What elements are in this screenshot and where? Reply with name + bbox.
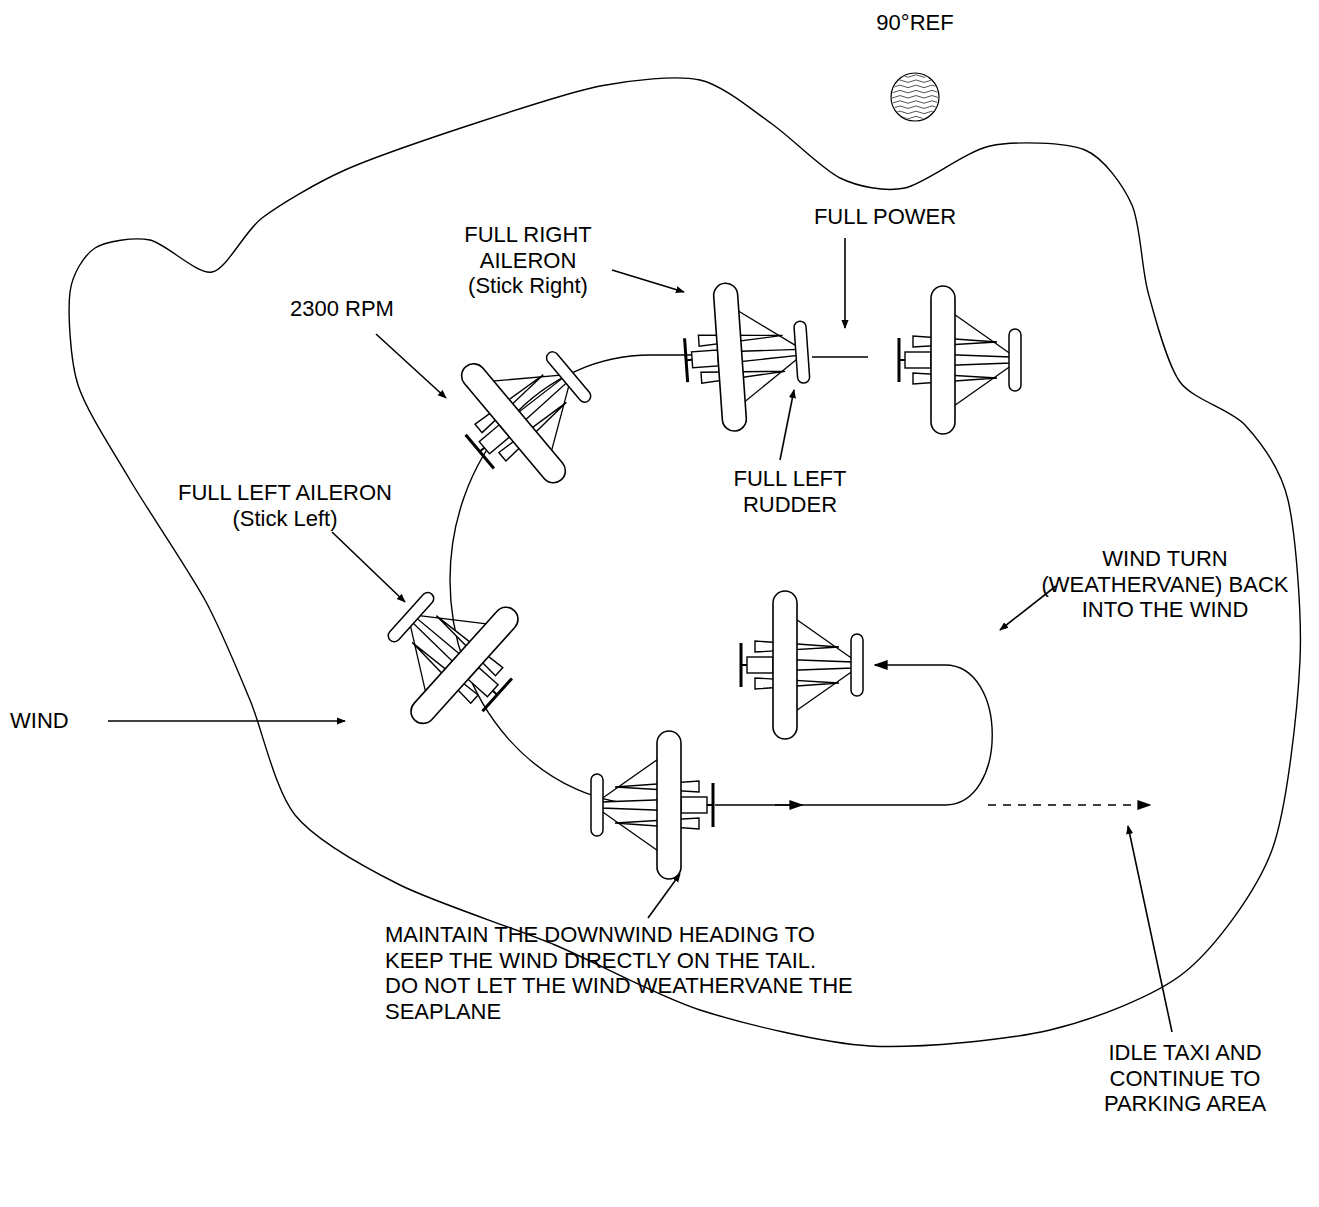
idle-taxi-line: [988, 804, 1150, 805]
seaplane: [741, 591, 863, 739]
globe-line: [888, 96, 944, 99]
callout-note: 2300 RPM: [290, 296, 420, 322]
wind-arrow: [108, 720, 345, 722]
seaplane: [681, 278, 813, 434]
seaplane: [899, 286, 1021, 434]
leader-line: [1128, 826, 1172, 1032]
callout-note: IDLE TAXI AND CONTINUE TO PARKING AREA: [1090, 1040, 1280, 1117]
callout-note: 90°REF: [845, 10, 985, 36]
seaplanes: [357, 278, 1021, 879]
globe-line: [888, 85, 944, 88]
globe-line: [888, 90, 944, 93]
seaplane: [357, 558, 547, 750]
callout-note: FULL POWER: [795, 204, 975, 230]
globe-line: [888, 80, 944, 83]
callout-note: FULL RIGHT AILERON (Stick Right): [453, 222, 603, 299]
globe-line: [888, 116, 944, 119]
globe-line: [888, 111, 944, 114]
callout-note: MAINTAIN THE DOWNWIND HEADING TO KEEP TH…: [385, 922, 855, 1025]
leader-line: [844, 238, 846, 328]
seaplane: [591, 731, 713, 879]
wind-label: WIND: [10, 708, 100, 734]
power-line: [812, 356, 868, 357]
leader-line: [332, 532, 405, 602]
callout-note: FULL LEFT RUDDER: [715, 466, 865, 517]
leader-line: [376, 334, 446, 398]
seaplane: [432, 316, 621, 508]
globe-line: [888, 101, 944, 104]
leader-line: [612, 270, 684, 292]
direction-arrow: [775, 804, 802, 805]
leader-arrows: [108, 238, 1172, 1032]
globe-reference: [888, 73, 944, 121]
callout-note: FULL LEFT AILERON (Stick Left): [163, 480, 408, 531]
leader-line: [780, 390, 794, 460]
globe-line: [888, 75, 944, 78]
leader-line: [648, 874, 680, 918]
callout-note: WIND TURN (WEATHERVANE) BACK INTO THE WI…: [1020, 546, 1310, 623]
globe-line: [888, 106, 944, 109]
